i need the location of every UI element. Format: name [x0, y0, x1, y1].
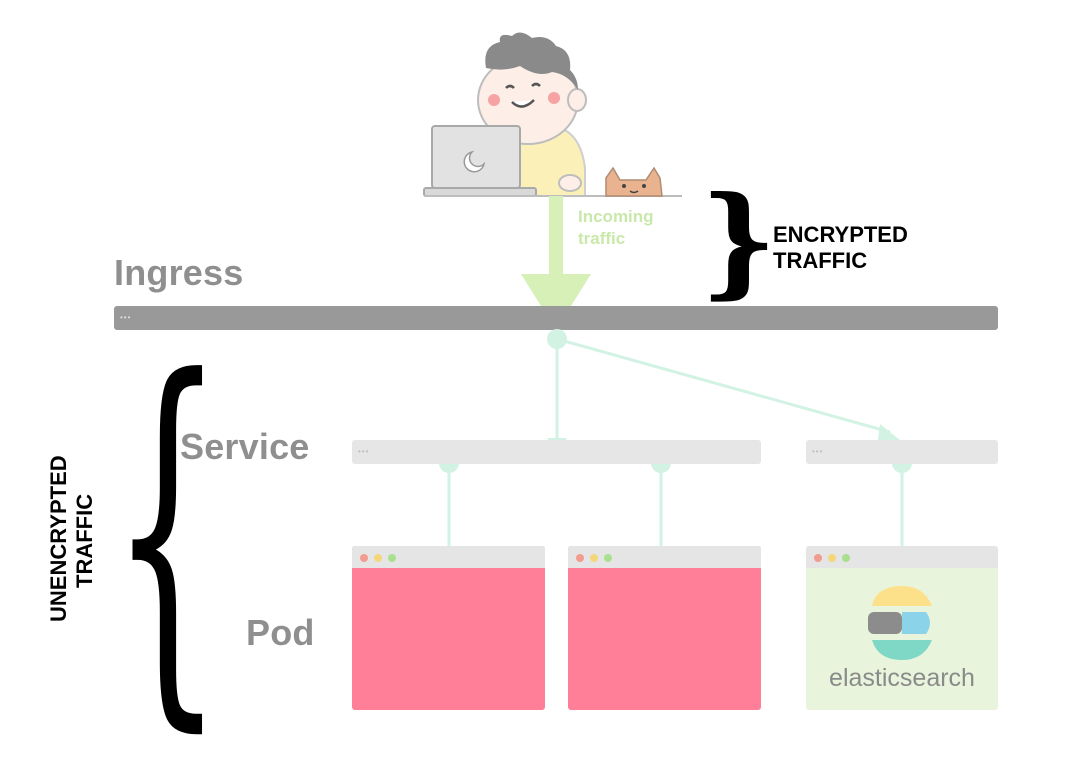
ingress-label: Ingress: [114, 252, 244, 293]
incoming-traffic-arrow: [521, 196, 591, 330]
minimize-dot-icon: [374, 554, 382, 562]
elasticsearch-label: elasticsearch: [829, 664, 975, 692]
unencrypted-brace: {: [110, 299, 225, 764]
service-label: Service: [180, 426, 310, 467]
close-dot-icon: [576, 554, 584, 562]
incoming-traffic-label: Incoming traffic: [578, 207, 654, 248]
pod-1-titlebar: [352, 546, 545, 568]
minimize-dot-icon: [590, 554, 598, 562]
pod-3-titlebar: [806, 546, 998, 568]
elasticsearch-logo: [868, 586, 932, 660]
encrypted-line-2: TRAFFIC: [773, 248, 868, 273]
pod-2: [568, 546, 761, 710]
close-dot-icon: [814, 554, 822, 562]
ingress-bar: •••: [114, 306, 998, 330]
pod-label: Pod: [246, 612, 315, 653]
minimize-dot-icon: [828, 554, 836, 562]
maximize-dot-icon: [842, 554, 850, 562]
service-bar-2-dots: •••: [812, 447, 824, 456]
service-bar-1: •••: [352, 440, 761, 464]
maximize-dot-icon: [388, 554, 396, 562]
close-dot-icon: [360, 554, 368, 562]
ingress-bar-dots: •••: [120, 313, 132, 322]
maximize-dot-icon: [604, 554, 612, 562]
unencrypted-line-1: UNENCRYPTED: [46, 455, 71, 622]
service-bar-1-dots: •••: [358, 447, 370, 456]
pod-1: [352, 546, 545, 710]
unencrypted-traffic-label: UNENCRYPTED TRAFFIC: [46, 432, 98, 622]
pod-elasticsearch: elasticsearch: [806, 546, 998, 710]
encrypted-brace: }: [700, 170, 778, 311]
cat-icon: [605, 166, 663, 197]
unencrypted-line-2: TRAFFIC: [72, 493, 97, 588]
pod-2-titlebar: [568, 546, 761, 568]
encrypted-traffic-label: ENCRYPTED TRAFFIC: [773, 222, 908, 274]
service-bar-2: •••: [806, 440, 998, 464]
encrypted-line-1: ENCRYPTED: [773, 222, 908, 247]
laptop-icon: [423, 125, 537, 197]
